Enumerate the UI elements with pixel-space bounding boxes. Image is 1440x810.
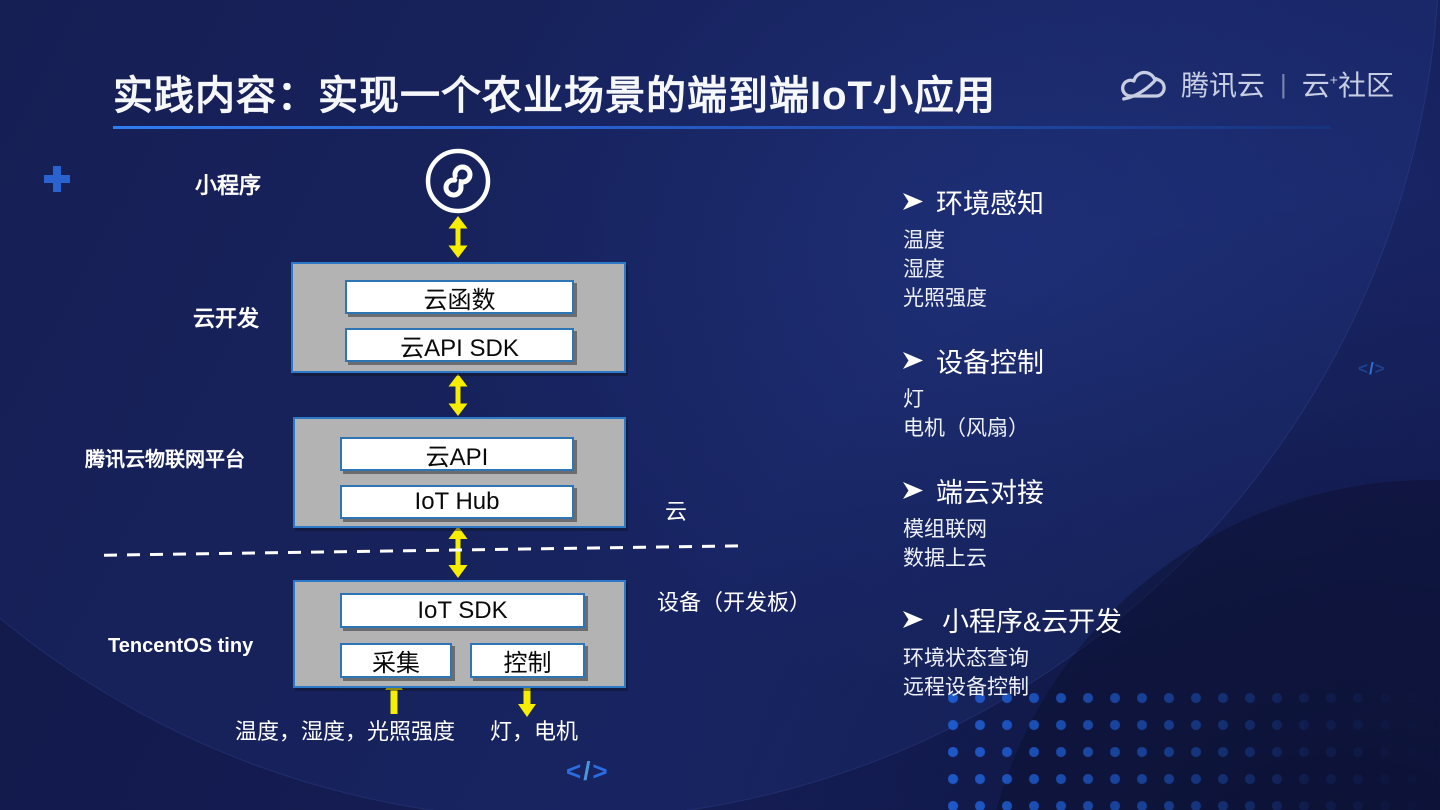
feature-heading-text: 设备控制 (936, 348, 1044, 378)
cloud-dev-panel: 云函数 云API SDK (291, 262, 626, 373)
brand-divider: | (1280, 68, 1287, 99)
feature-item: 数据上云 (903, 547, 987, 570)
feature-group-env-sensing: 环境感知 温度 湿度 光照强度 (903, 182, 1044, 313)
zone-label-device: 设备（开发板） (657, 590, 812, 615)
feature-item: 光照强度 (903, 287, 987, 310)
iot-platform-panel: 云API IoT Hub (293, 417, 626, 528)
module-cloud-function: 云函数 (345, 280, 574, 314)
brand-logo: 腾讯云 | 云+社区 (1118, 64, 1394, 104)
arrowhead-bullet-icon (903, 193, 923, 210)
flow-arrow-mini-to-clouddev (448, 216, 468, 258)
feature-item: 电机（风扇） (903, 417, 1029, 440)
dot-grid-decoration (948, 693, 1440, 810)
arrowhead-bullet-icon (903, 482, 923, 499)
tencent-cloud-icon (1121, 70, 1166, 101)
flow-arrow-platform-to-device (448, 526, 468, 578)
miniprogram-icon (425, 148, 491, 214)
flow-arrow-clouddev-to-platform (448, 374, 468, 416)
module-iot-sdk: IoT SDK (340, 593, 585, 628)
brand-name: 腾讯云 (1181, 70, 1266, 101)
feature-group-miniprogram-clouddev: 小程序&云开发 环境状态查询 远程设备控制 (903, 600, 1122, 702)
module-control: 控制 (470, 643, 585, 678)
zone-label-cloud: 云 (665, 499, 688, 524)
feature-group-device-control: 设备控制 灯 电机（风扇） (903, 341, 1044, 443)
label-cloud-dev: 云开发 (193, 306, 260, 331)
feature-item: 灯 (903, 388, 924, 411)
feature-group-device-cloud-link: 端云对接 模组联网 数据上云 (903, 471, 1044, 573)
module-cloud-api-sdk: 云API SDK (345, 328, 574, 362)
module-iot-hub: IoT Hub (340, 485, 574, 519)
title-underline (113, 126, 1331, 129)
code-icon: </> (566, 756, 610, 786)
label-tencentos-tiny: TencentOS tiny (108, 635, 254, 657)
code-icon: </> (1358, 359, 1386, 378)
arrowhead-bullet-icon (903, 611, 923, 628)
feature-item: 环境状态查询 (903, 647, 1029, 670)
feature-heading-text: 小程序&云开发 (942, 607, 1123, 637)
tencentos-panel: IoT SDK 采集 控制 (293, 580, 626, 688)
control-down-arrow (518, 677, 536, 717)
label-iot-platform: 腾讯云物联网平台 (85, 449, 245, 471)
module-cloud-api: 云API (340, 437, 574, 471)
brand-community: 云+社区 (1301, 70, 1394, 101)
page-title: 实践内容：实现一个农业场景的端到端IoT小应用 (113, 74, 996, 118)
feature-item: 湿度 (903, 258, 945, 281)
sensors-caption: 温度，湿度，光照强度 (235, 719, 456, 744)
module-collect: 采集 (340, 643, 452, 678)
plus-decoration (44, 166, 70, 192)
feature-item: 远程设备控制 (903, 676, 1029, 699)
label-miniprogram: 小程序 (195, 173, 262, 198)
feature-heading-text: 端云对接 (936, 478, 1044, 508)
feature-item: 模组联网 (903, 518, 987, 541)
arrowhead-bullet-icon (903, 352, 923, 369)
feature-item: 温度 (903, 229, 945, 252)
feature-heading-text: 环境感知 (936, 189, 1044, 219)
actuators-caption: 灯，电机 (490, 719, 579, 744)
